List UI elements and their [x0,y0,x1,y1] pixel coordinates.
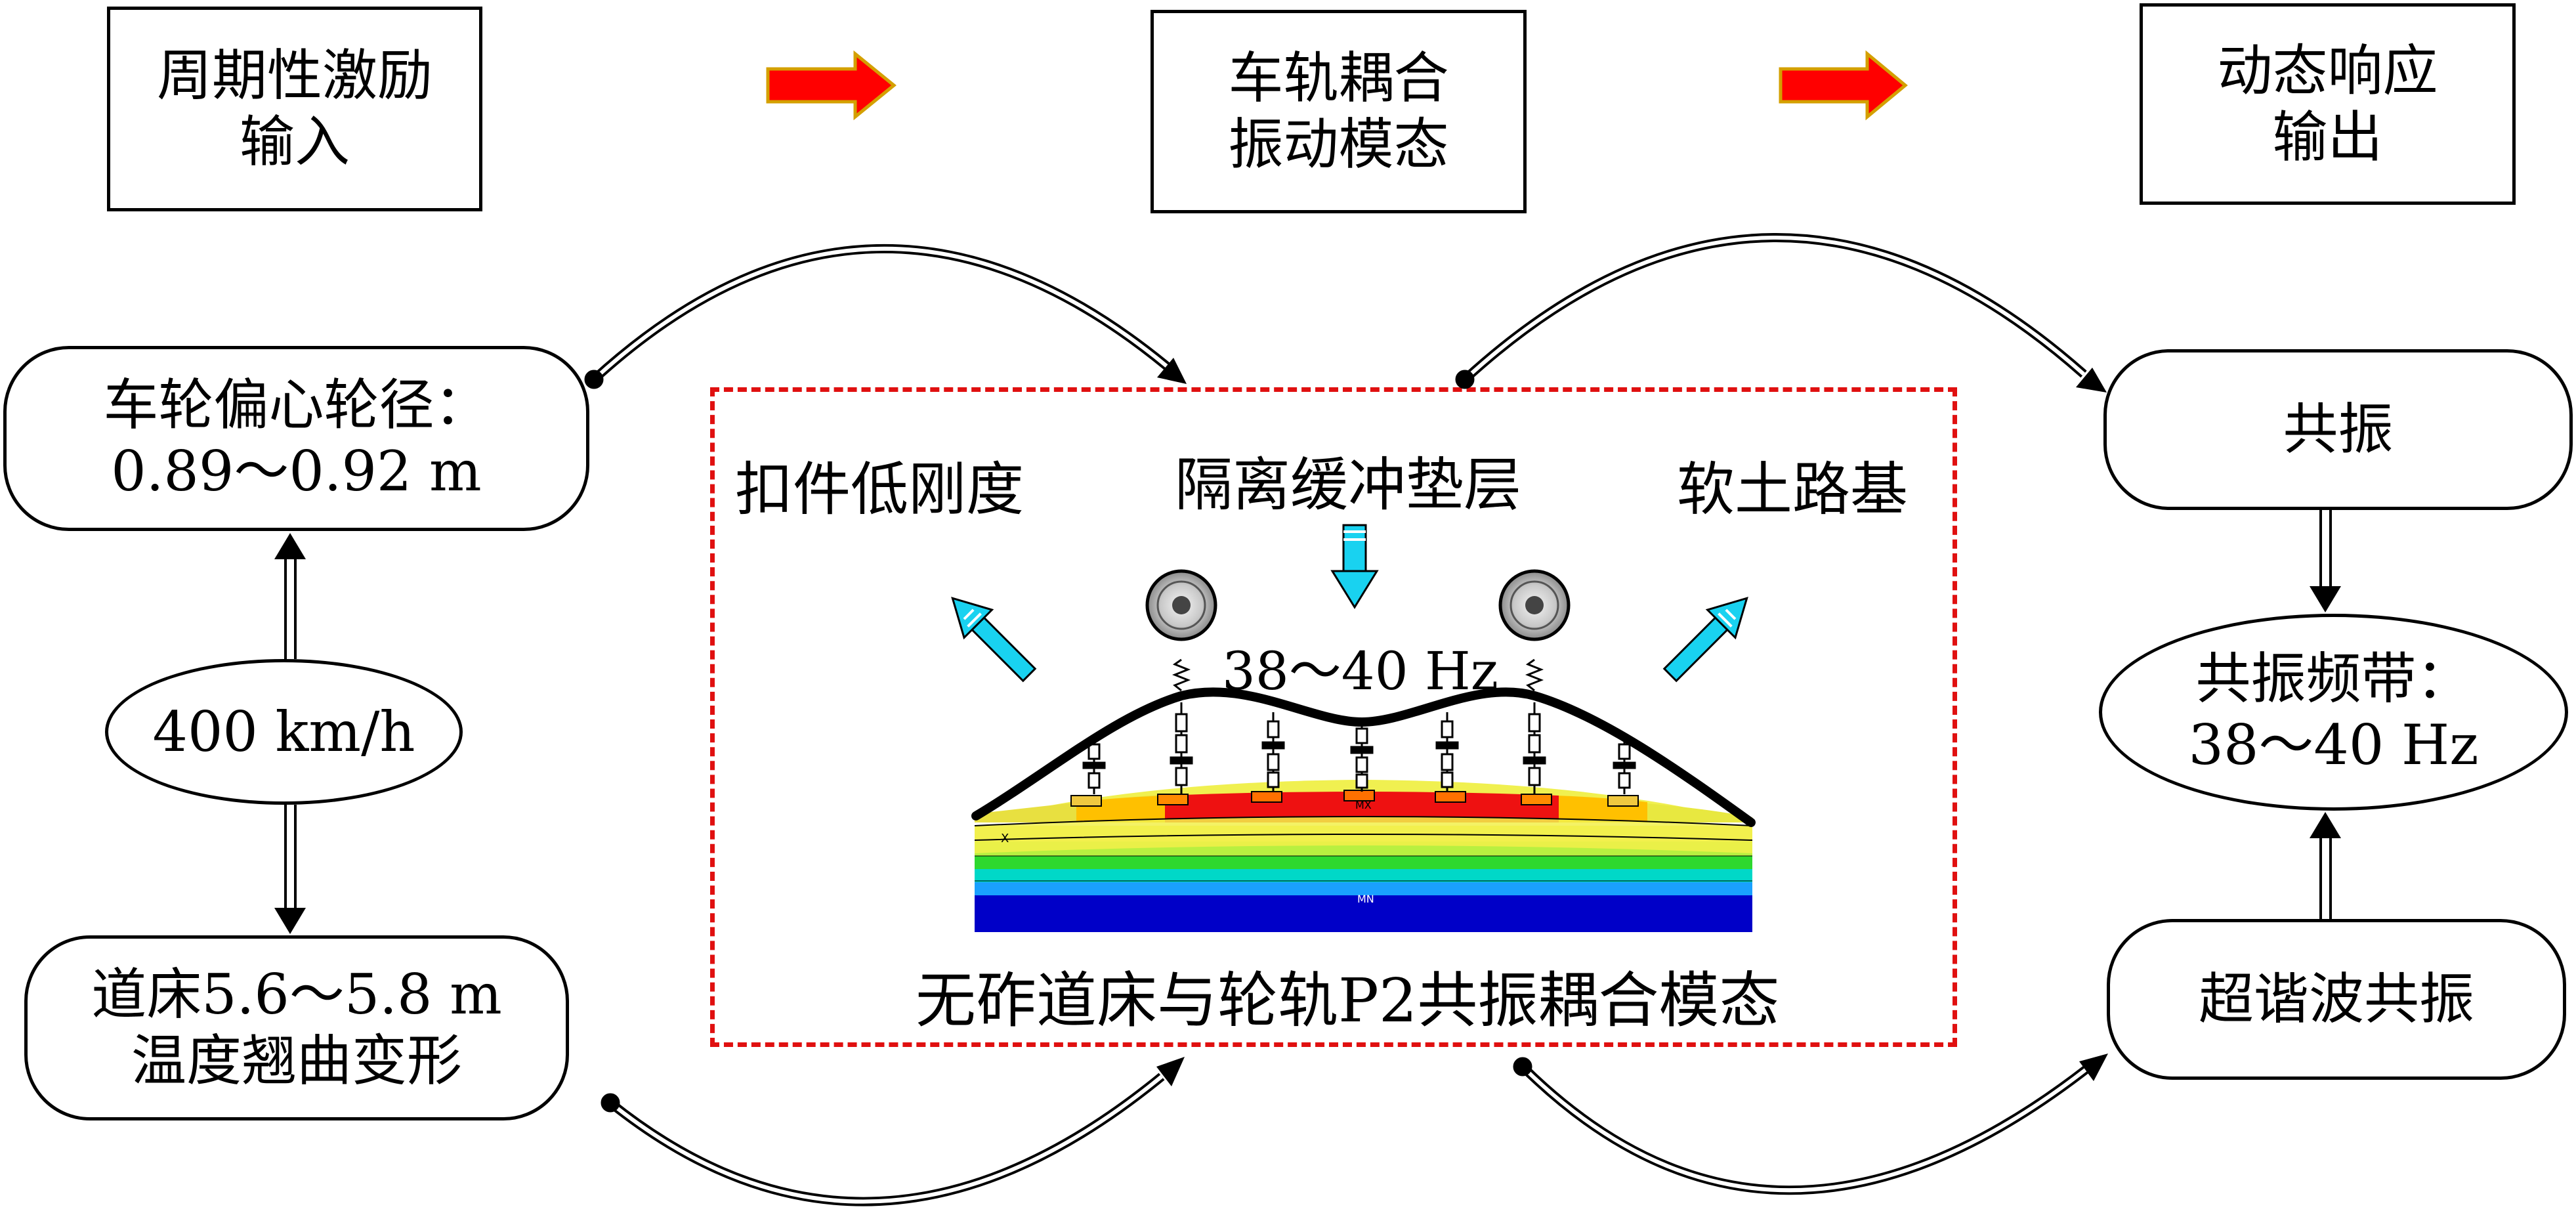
output-header-box: 动态响应 输出 [2140,3,2516,205]
coupling-header-line2: 振动模态 [1228,112,1449,177]
curved-connector-icon [601,1057,1185,1206]
spring-damper-icon [1082,702,1636,794]
schematic-min-label: MN [1357,893,1374,905]
wheel-icon [1498,569,1571,692]
double-arrow-icon [2310,812,2341,919]
cyan-arrow-icon [1662,597,1748,683]
superharmonic-resonance-node: 超谐波共振 [2107,919,2566,1080]
resonance-frequency-label: 38～40 Hz [1222,641,1498,702]
curved-connector-icon [1455,233,2107,393]
schematic-x-label: X [1001,832,1009,845]
rail-deflection-curve [971,687,1756,827]
resonance-band-line1: 共振频带： [2195,647,2472,712]
input-header-line2: 输入 [239,110,350,174]
track-bed-warping-line1: 道床5.6～5.8 m [91,962,502,1027]
coupling-header-line1: 车轨耦合 [1228,46,1449,111]
resonance-band-node: 共振频带： 38～40 Hz [2099,614,2568,811]
coupling-header-box: 车轨耦合 振动模态 [1151,10,1527,213]
coupling-mode-panel [710,387,1957,1047]
superharmonic-label: 超谐波共振 [2198,967,2474,1032]
schematic-max-label: MX [1355,799,1372,811]
soft-subgrade-label: 软土路基 [1677,456,1909,523]
double-arrow-icon [274,805,306,934]
resonance-band-line2: 38～40 Hz [2188,713,2479,777]
input-header-box: 周期性激励 输入 [107,7,482,211]
cyan-arrow-icon [951,597,1037,683]
resonance-node: 共振 [2103,349,2573,510]
fastener-stiffness-label: 扣件低刚度 [735,456,1024,523]
double-arrow-icon [2310,510,2341,612]
wheel-icon [1145,569,1217,692]
wheel-eccentricity-line1: 车轮偏心轮径： [103,373,490,438]
process-arrow-icon [766,50,897,121]
track-slab-schematic: X MX MN [974,780,1753,932]
panel-caption: 无砟道床与轮轨P2共振耦合模态 [916,966,1780,1036]
wheel-eccentricity-node: 车轮偏心轮径： 0.89～0.92 m [3,346,589,531]
process-arrow-icon [1779,50,1908,121]
curved-connector-icon [584,244,1187,389]
input-header-line1: 周期性激励 [156,43,433,108]
speed-label: 400 km/h [152,699,415,764]
output-header-line1: 动态响应 [2217,38,2438,103]
speed-node: 400 km/h [105,659,463,805]
output-header-line2: 输出 [2272,104,2383,169]
curved-connector-icon [1513,1054,2108,1195]
resonance-label: 共振 [2283,397,2394,462]
track-bed-warping-line2: 温度翘曲变形 [131,1029,462,1093]
cyan-arrow-icon [1330,524,1379,609]
track-bed-warping-node: 道床5.6～5.8 m 温度翘曲变形 [24,935,569,1120]
wheel-eccentricity-line2: 0.89～0.92 m [111,439,482,503]
double-arrow-icon [274,533,306,659]
isolation-buffer-label: 隔离缓冲垫层 [1175,451,1522,519]
